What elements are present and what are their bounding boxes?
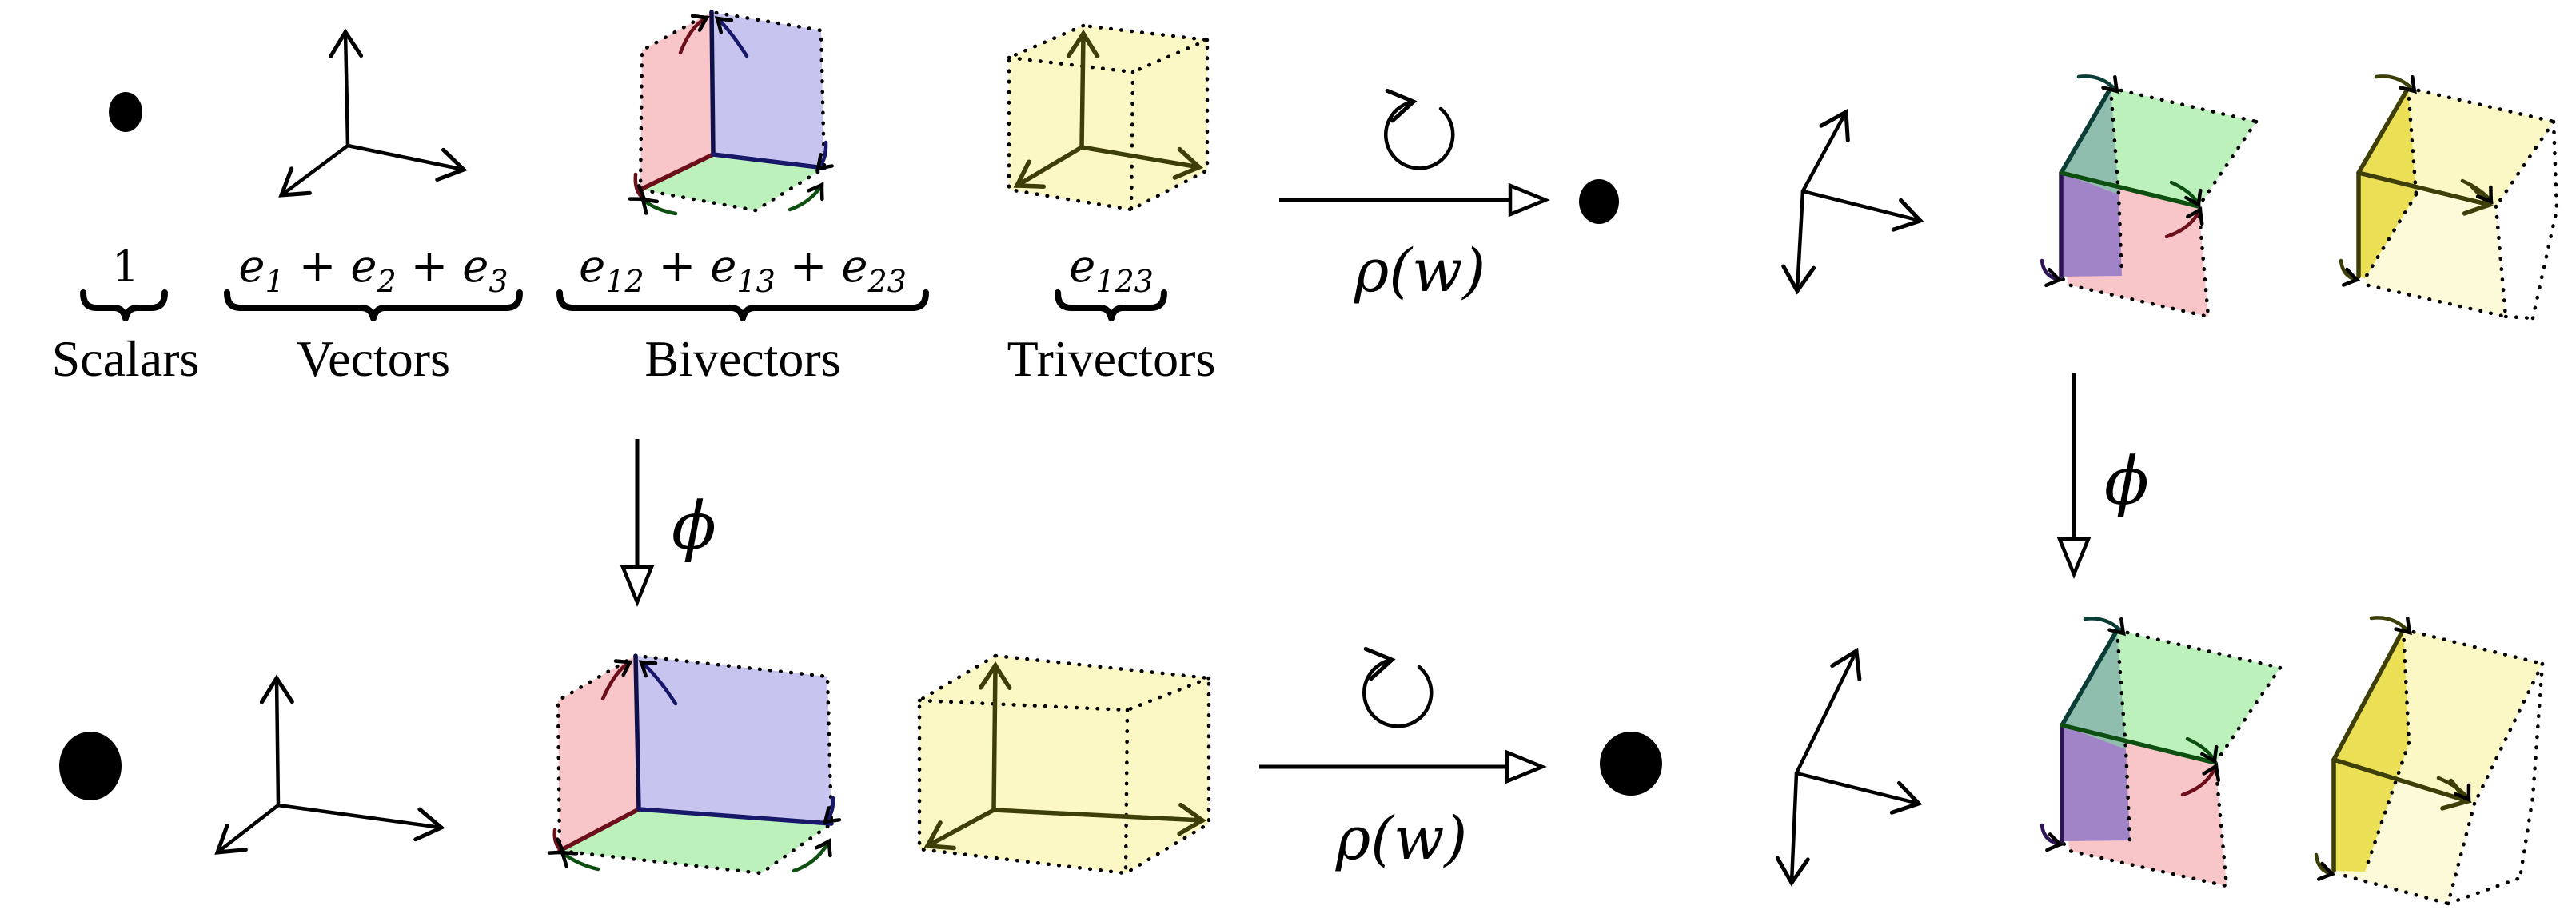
rotation-icon-top	[1383, 89, 1455, 170]
vector-frame-top-left	[278, 28, 468, 198]
vector-frame-bottom-left	[214, 674, 445, 855]
trivector-cube-top	[1007, 23, 1210, 212]
trivector-rb-gold	[2334, 629, 2409, 872]
bottom-multivector	[59, 653, 1211, 876]
bivector-b-face-pink	[558, 656, 639, 851]
bivector-rb-face-purple	[2062, 725, 2130, 841]
vector-underbrace	[224, 289, 523, 321]
bivector-b-orientation-arrows	[547, 659, 842, 873]
bivector-rot-dotted	[2059, 86, 2259, 319]
trivector-b-axes	[923, 661, 1207, 851]
bivector-face-pink	[640, 12, 713, 190]
phi-label-right: ϕ	[2104, 444, 2149, 520]
bivector-face-blue	[712, 12, 824, 168]
vector-name: Vectors	[297, 330, 450, 387]
bivector-b-face-blue	[636, 656, 831, 824]
bivector-name: Bivectors	[644, 330, 840, 387]
bivector-orientation-arrows	[628, 14, 834, 216]
trivector-rot-gold	[2359, 88, 2416, 278]
trivector-axes	[1013, 29, 1204, 189]
scalar-underbrace	[80, 289, 168, 321]
bivector-rot-face-teal	[2061, 88, 2119, 194]
trivector-hidden-edges	[1007, 38, 1210, 212]
trivector-cube-bottom	[917, 653, 1211, 876]
trivector-body	[1009, 26, 1207, 210]
bivector-b-face-green	[560, 809, 831, 873]
top-multivector: 1 Scalars e1 + e2 + e3 Vectors e12 + e13…	[52, 10, 1216, 387]
top-multivector-rotated	[1579, 74, 2559, 321]
vector-frame-top-right	[1781, 108, 1924, 295]
bivector-rb-orientation-arrows	[2040, 617, 2221, 852]
rho-map-bottom: ρ(w)	[1259, 647, 1547, 873]
bivector-rot-face-purple	[2061, 173, 2122, 277]
trivector-rb-dotted	[2336, 627, 2545, 906]
trivector-b-hidden-edges	[917, 676, 1211, 876]
bottom-multivector-rotated	[1600, 616, 2545, 906]
rho-label-bottom: ρ(w)	[1335, 804, 1468, 873]
trivector-underbrace	[1055, 289, 1167, 321]
trivector-rot-dotted	[2363, 86, 2559, 321]
phi-map-left: ϕ	[620, 439, 716, 607]
scalar-dot-top-right	[1579, 179, 1619, 224]
trivector-rb-orientation-arrows	[2314, 616, 2471, 881]
phi-map-right: ϕ	[2056, 373, 2149, 579]
trivector-symbol: e123	[1069, 241, 1154, 299]
bivector-symbol: e12 + e13 + e23	[579, 241, 907, 299]
trivector-name: Trivectors	[1007, 330, 1216, 387]
trivector-rotated-top	[2339, 74, 2559, 321]
vector-symbol: e1 + e2 + e3	[238, 241, 508, 299]
trivector-rotated-bottom	[2314, 616, 2545, 906]
bivector-rb-dotted	[2060, 628, 2283, 888]
grade-annotations: 1 Scalars e1 + e2 + e3 Vectors e12 + e13…	[52, 241, 1216, 387]
scalar-dot-top-left	[109, 92, 142, 132]
scalar-dot-bottom-left	[59, 732, 122, 800]
scalar-name: Scalars	[52, 330, 200, 387]
phi-label-left: ϕ	[672, 489, 716, 565]
bivector-rb-face-teal	[2062, 630, 2126, 749]
bivector-cube-top	[628, 10, 834, 216]
rotation-icon-bottom	[1362, 647, 1434, 728]
bivector-underbrace	[556, 289, 929, 321]
bivector-cube-bottom	[547, 653, 842, 876]
scalar-dot-bottom-right	[1600, 732, 1662, 796]
bivector-rotated-top	[2040, 74, 2259, 319]
bivector-rot-orientation-arrows	[2040, 74, 2204, 288]
bivector-dotted-outline	[638, 10, 827, 213]
scalar-symbol: 1	[112, 241, 139, 292]
trivector-b-body	[919, 656, 1209, 873]
bivector-rotated-bottom	[2040, 617, 2283, 888]
trivector-rot-orientation-arrows	[2339, 74, 2494, 287]
rho-map-top: ρ(w)	[1279, 89, 1550, 305]
rho-label-top: ρ(w)	[1354, 237, 1486, 305]
vector-frame-bottom-right	[1775, 647, 1923, 887]
